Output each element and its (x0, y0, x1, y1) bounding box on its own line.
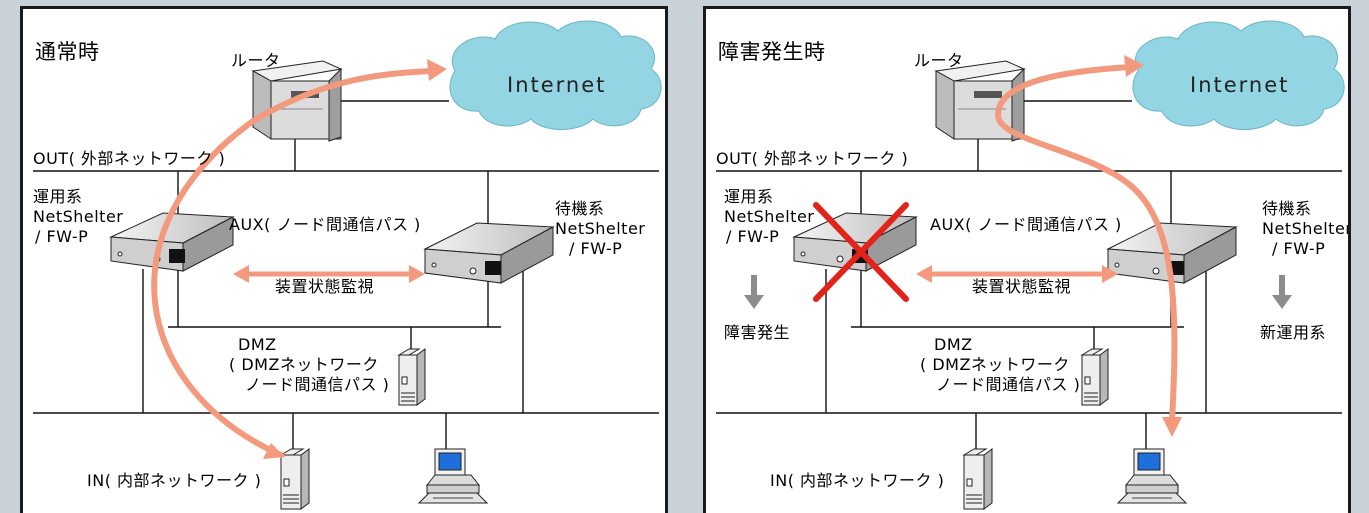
network-diagram-normal (33, 20, 662, 510)
out-network-label: OUT( 外部ネットワーク ) (33, 149, 226, 168)
server-tower-icon (962, 448, 993, 510)
dmz-label-line2: ( DMZネットワーク (229, 355, 379, 374)
status-monitor-arrow (233, 265, 425, 283)
primary-label-line1: 運用系 (724, 187, 774, 206)
internet-label: Internet (1190, 73, 1290, 97)
router-label: ルータ (231, 51, 281, 70)
panel-normal-operation: 通常時 ルータ Internet OUT( 外部ネットワーク ) 運用系 Net… (20, 6, 668, 513)
server-tower-icon (279, 448, 310, 510)
aux-label: AUX( ノード間通信パス ) (930, 215, 1122, 234)
firewall-appliance-icon (423, 222, 555, 284)
panel-failure-operation: 障害発生時 ルータ Internet OUT( 外部ネットワーク ) 運用系 N… (703, 6, 1351, 513)
standby-label-line2: NetShelter (1262, 219, 1351, 238)
primary-label-line2: NetShelter (33, 207, 124, 226)
aux-label: AUX( ノード間通信パス ) (229, 215, 421, 234)
network-lines (33, 100, 659, 451)
standby-status-label: 新運用系 (1260, 323, 1327, 342)
internet-label: Internet (507, 73, 607, 97)
monitor-label: 装置状態監視 (275, 277, 375, 296)
firewall-appliance-icon (109, 212, 235, 272)
cloud-icon (1132, 20, 1345, 130)
dmz-label-line3: ノード間通信パス ) (245, 375, 390, 394)
server-tower-icon (1080, 348, 1109, 406)
primary-label-line3: / FW-P (35, 227, 89, 246)
out-network-label: OUT( 外部ネットワーク ) (716, 149, 909, 168)
primary-label-line2: NetShelter (724, 207, 815, 226)
status-monitor-arrow (916, 265, 1118, 283)
panel-title: 通常時 (35, 40, 100, 64)
workstation-icon (1116, 448, 1188, 504)
server-tower-icon (397, 348, 426, 406)
dmz-label-line1: DMZ (238, 335, 277, 354)
primary-label-line1: 運用系 (33, 187, 83, 206)
traffic-flow-arrow (151, 59, 447, 459)
status-down-arrow-icon (1272, 275, 1292, 309)
in-network-label: IN( 内部ネットワーク ) (770, 471, 945, 490)
failure-cross-icon (813, 202, 909, 302)
primary-status-label: 障害発生 (724, 323, 791, 342)
in-network-label: IN( 内部ネットワーク ) (87, 471, 262, 490)
dmz-label-line3: ノード間通信パス ) (936, 375, 1081, 394)
standby-label-line3: / FW-P (569, 239, 623, 258)
monitor-label: 装置状態監視 (972, 277, 1072, 296)
traffic-flow-arrow (994, 55, 1182, 437)
cloud-icon (449, 20, 662, 130)
status-down-arrow-icon (744, 275, 764, 309)
network-diagram-failure (716, 20, 1345, 510)
standby-label-line2: NetShelter (555, 219, 646, 238)
router-label: ルータ (914, 51, 964, 70)
standby-label-line1: 待機系 (555, 199, 605, 218)
standby-label-line1: 待機系 (1262, 199, 1312, 218)
dmz-label-line2: ( DMZネットワーク (920, 355, 1070, 374)
primary-label-line3: / FW-P (726, 227, 780, 246)
dmz-label-line1: DMZ (934, 335, 973, 354)
workstation-icon (417, 448, 489, 504)
standby-label-line3: / FW-P (1272, 239, 1326, 258)
panel-title: 障害発生時 (718, 40, 826, 64)
